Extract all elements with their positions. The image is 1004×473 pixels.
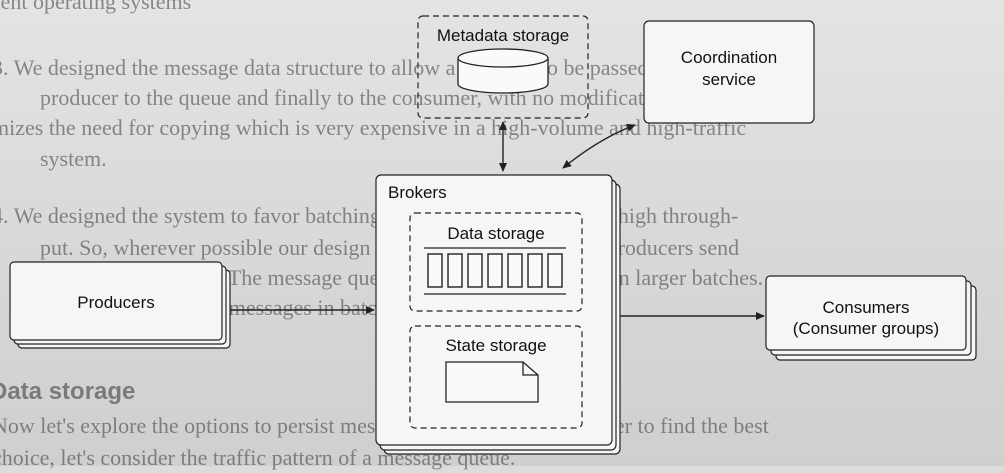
consumers-box bbox=[765, 275, 977, 361]
file-icon bbox=[445, 361, 539, 403]
coordination-brokers-arrow bbox=[562, 124, 636, 169]
consumers-line-1: Consumers bbox=[822, 298, 910, 317]
coordination-service-line-1: Coordination bbox=[680, 48, 778, 67]
brokers-box bbox=[375, 174, 621, 455]
coordination-service-box bbox=[643, 20, 815, 124]
consumers-label: Consumers (Consumer groups) bbox=[766, 297, 966, 339]
coordination-service-line-2: service bbox=[702, 70, 756, 89]
metadata-storage-box bbox=[417, 15, 589, 119]
state-storage-box bbox=[409, 325, 583, 429]
data-storage-label: Data storage bbox=[447, 224, 545, 243]
consumers-line-2: (Consumer groups) bbox=[792, 319, 940, 338]
producers-box bbox=[9, 261, 231, 349]
queue-icon bbox=[424, 247, 566, 295]
metadata-storage-label: Metadata storage bbox=[436, 26, 570, 45]
brokers-label: Brokers bbox=[388, 183, 447, 202]
data-storage-box bbox=[409, 212, 583, 312]
producers-label: Producers bbox=[77, 293, 155, 312]
database-icon bbox=[457, 48, 549, 94]
coordination-service-label: Coordination service bbox=[644, 47, 814, 91]
state-storage-label: State storage bbox=[445, 336, 547, 355]
